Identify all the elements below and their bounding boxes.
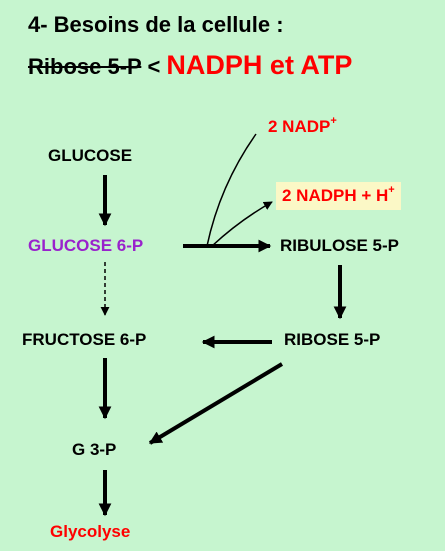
node-glucose-6-phosphate: GLUCOSE 6-P [28,236,144,255]
arrow-nadp-input [206,133,257,247]
node-glycolyse: Glycolyse [50,522,131,541]
cofactor-nadp: 2 NADP+ [268,115,337,137]
slide-subtitle: Ribose 5-P < NADPH et ATP [28,50,352,81]
cofactor-nadph-label: 2 NADPH + H [282,186,389,205]
cofactor-nadph: 2 NADPH + H+ [276,182,401,210]
node-ribose-5-phosphate: RIBOSE 5-P [284,330,381,349]
title-nadph-atp: NADPH et ATP [166,50,353,80]
title-line-1: 4- Besoins de la cellule : [28,12,284,37]
cofactor-nadp-charge: + [330,115,337,127]
cofactor-nadph-charge: + [388,184,395,196]
node-fructose-6-phosphate: FRUCTOSE 6-P [22,330,147,349]
node-glyceraldehyde-3-phosphate: G 3-P [72,440,117,459]
arrow-nadph-output [211,201,273,247]
title-struck-ribose: Ribose 5-P [28,54,142,79]
cofactor-nadp-label: 2 NADP [268,117,331,136]
arrow-ribose5p-to-g3p [148,362,284,445]
node-glucose: GLUCOSE [48,146,133,165]
node-ribulose-5-phosphate: RIBULOSE 5-P [280,236,400,255]
title-less-than: < [147,54,161,79]
slide-title: 4- Besoins de la cellule : [28,12,284,38]
